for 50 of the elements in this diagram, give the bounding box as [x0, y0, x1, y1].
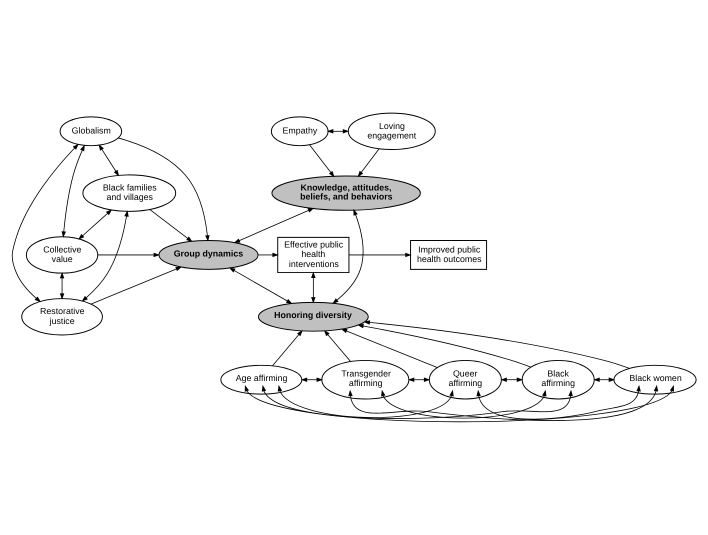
node-box: Improved public health outcomes [410, 240, 488, 270]
node-ellipse: Black women [613, 364, 697, 395]
arrow [98, 144, 120, 176]
node-ellipse: Age affirming [220, 364, 302, 395]
arrow [278, 384, 454, 418]
node-ellipse: Transgender affirming [321, 360, 410, 400]
node-ellipse: Knowledge, attitudes, beliefs, and behaviors [271, 176, 421, 211]
node-ellipse: Empathy [270, 116, 329, 146]
arrow [262, 384, 573, 419]
node-ellipse: Black families and villages [82, 174, 176, 212]
arrow [593, 377, 616, 382]
arrow [12, 144, 79, 302]
arrow [60, 272, 64, 300]
arrow [118, 138, 210, 242]
arrow [97, 252, 160, 258]
arrow [348, 384, 658, 421]
arrow [272, 330, 303, 366]
node-ellipse: Restorative justice [21, 298, 103, 336]
arrow [258, 252, 279, 258]
arrow [364, 320, 630, 369]
arrow [348, 252, 412, 258]
arrow [234, 208, 314, 244]
arrow [90, 266, 182, 304]
arrow [332, 208, 364, 304]
node-ellipse: Honoring diversity [258, 302, 369, 332]
arrow [476, 384, 641, 420]
node-ellipse: Globalism [60, 116, 122, 146]
arrow [357, 324, 532, 368]
arrow [228, 267, 293, 304]
arrow [324, 330, 351, 362]
arrow [300, 377, 323, 382]
arrow [500, 377, 524, 382]
node-ellipse: Black affirming [522, 360, 595, 400]
arrow [244, 384, 674, 422]
node-ellipse: Collective value [26, 236, 98, 274]
arrow [358, 148, 380, 178]
node-ellipse: Group dynamics [158, 240, 258, 270]
node-box: Effective public health interventions [277, 236, 350, 274]
arrow [149, 209, 193, 242]
arrow [408, 377, 430, 382]
node-ellipse: Loving engagement [348, 112, 436, 150]
node-ellipse: Queer affirming [428, 360, 502, 400]
arrow [78, 209, 112, 240]
arrow [340, 328, 438, 368]
arrow [62, 144, 85, 238]
arrow [326, 129, 350, 134]
arrow [309, 144, 335, 178]
arrow [82, 210, 129, 302]
arrow [311, 272, 316, 304]
arrow [381, 390, 546, 419]
